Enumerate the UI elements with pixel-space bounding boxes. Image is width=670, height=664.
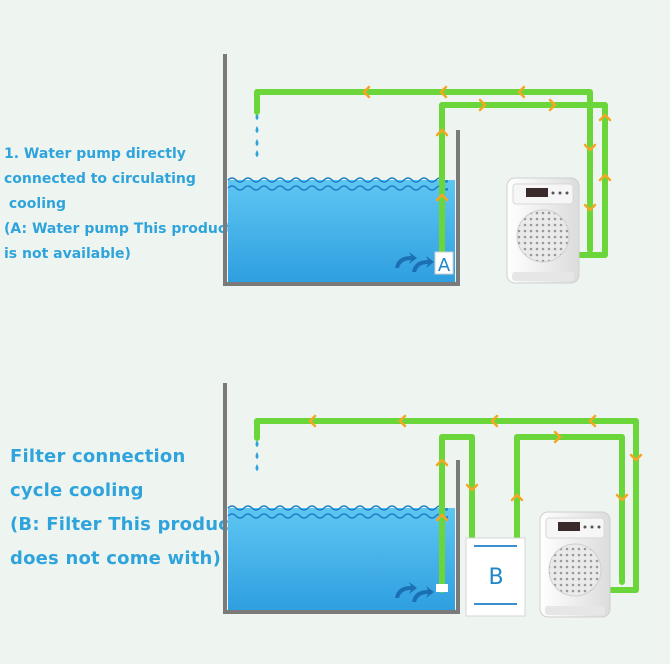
tank-wall (223, 54, 460, 286)
caption-line: does not come with) (10, 548, 222, 569)
water-drip-icon (255, 113, 259, 157)
water-flow-icon (395, 252, 434, 272)
flow-arrows (308, 414, 643, 522)
pump-a-label: A (438, 255, 451, 276)
chiller-unit (506, 177, 580, 284)
caption-water-pump: 1. Water pump directly connected to circ… (4, 142, 233, 267)
filter-b: B (465, 537, 526, 617)
caption-line: Filter connection (10, 446, 186, 467)
supply-pipe (439, 102, 608, 265)
caption-line: connected to circulating (4, 171, 196, 187)
caption-line: 1. Water pump directly (4, 146, 186, 162)
caption-line: (B: Filter This product (10, 514, 238, 535)
return-pipe (254, 89, 593, 253)
water-waves (227, 177, 448, 183)
caption-line: (A: Water pump This product (4, 221, 233, 237)
pump-outlet (436, 584, 448, 592)
flow-arrows (362, 85, 612, 212)
caption-line: cycle cooling (10, 480, 144, 501)
caption-filter: Filter connection cycle cooling (B: Filt… (10, 440, 238, 576)
pump-a (434, 251, 454, 275)
caption-line: is not available) (4, 246, 131, 262)
panel-filter: B (223, 383, 643, 618)
water-drip-icon (255, 440, 259, 471)
water-waves (227, 505, 448, 511)
water-flow-icon (395, 582, 434, 602)
tank-water (228, 180, 455, 282)
chiller-unit (539, 511, 611, 618)
filter-b-label: B (488, 565, 503, 590)
return-pipe (254, 418, 639, 593)
filter-to-chiller-pipe (514, 434, 625, 585)
caption-line: cooling (4, 196, 66, 212)
tank-wall (223, 383, 460, 614)
panel-water-pump: A (223, 54, 612, 286)
